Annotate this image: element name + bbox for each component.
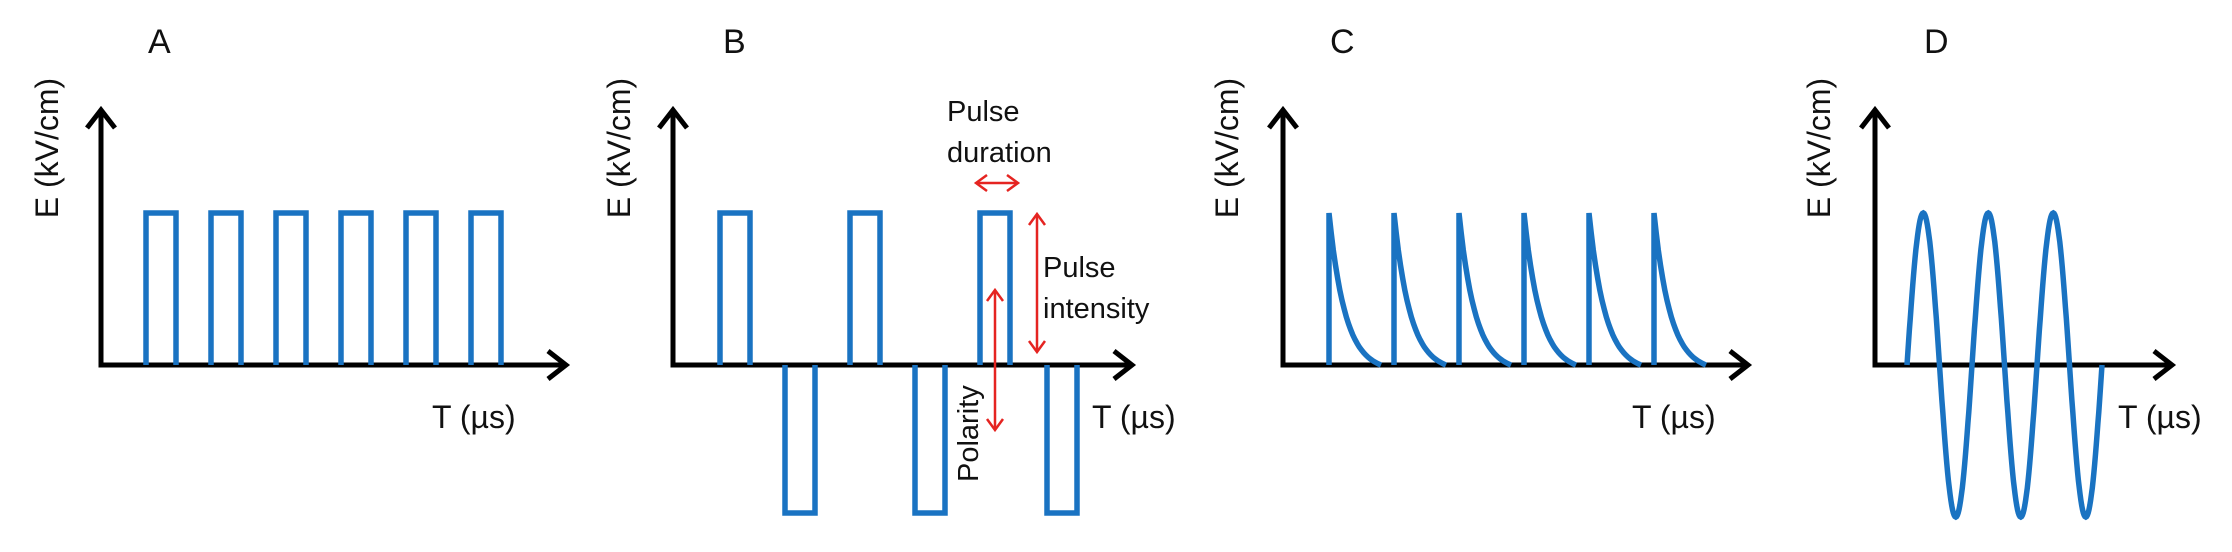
panel-b-x-axis-arrow bbox=[1112, 349, 1137, 381]
panel-b-y-axis-label: E (kV/cm) bbox=[601, 78, 637, 218]
panel-a-x-axis-label: T (µs) bbox=[432, 399, 516, 435]
panel-a-y-axis-arrow bbox=[85, 105, 117, 130]
panel-c: C E (kV/cm) T (µs) bbox=[1209, 23, 1753, 435]
pulse-intensity-arrow bbox=[1027, 211, 1047, 355]
panel-a-x-axis-arrow bbox=[546, 349, 571, 381]
panel-d-y-axis-label: E (kV/cm) bbox=[1801, 78, 1837, 218]
panel-b-y-axis-arrow bbox=[657, 105, 689, 130]
panel-c-exponential-decay-pulse-train bbox=[1326, 212, 1708, 368]
panel-c-y-axis-arrow bbox=[1267, 105, 1299, 130]
panel-d: D E (kV/cm) T (µs) bbox=[1801, 23, 2202, 521]
pulse-intensity-label-line1: Pulse bbox=[1043, 252, 1116, 284]
panel-d-y-axis-arrow bbox=[1859, 105, 1891, 130]
panel-a-y-axis-label: E (kV/cm) bbox=[29, 78, 65, 218]
panel-b: B E (kV/cm) T (µs) Pulse duration Pulse … bbox=[601, 23, 1176, 516]
panel-b-x-axis-label: T (µs) bbox=[1092, 399, 1176, 435]
pulse-duration-arrow bbox=[973, 173, 1021, 193]
polarity-arrow bbox=[985, 287, 1005, 433]
panel-d-sinusoidal-wave bbox=[1904, 209, 2105, 521]
panel-d-letter: D bbox=[1924, 23, 1949, 61]
panel-c-x-axis-label: T (µs) bbox=[1632, 399, 1716, 435]
panel-a-letter: A bbox=[148, 23, 171, 61]
panel-b-letter: B bbox=[723, 23, 746, 61]
pulse-duration-label-line1: Pulse bbox=[947, 96, 1020, 128]
pulse-intensity-label-line2: intensity bbox=[1043, 293, 1150, 325]
panel-d-x-axis-arrow bbox=[2152, 349, 2177, 381]
panel-d-x-axis-label: T (µs) bbox=[2118, 399, 2202, 435]
panel-c-y-axis-label: E (kV/cm) bbox=[1209, 78, 1245, 218]
panel-c-letter: C bbox=[1330, 23, 1355, 61]
panel-a-square-pulse-train bbox=[143, 210, 504, 365]
panel-a: A E (kV/cm) T (µs) bbox=[29, 23, 571, 435]
pulse-duration-label-line2: duration bbox=[947, 137, 1052, 169]
panel-c-x-axis-arrow bbox=[1728, 349, 1753, 381]
polarity-label: Polarity bbox=[953, 385, 985, 482]
panel-b-bipolar-pulse-train bbox=[717, 210, 1080, 516]
